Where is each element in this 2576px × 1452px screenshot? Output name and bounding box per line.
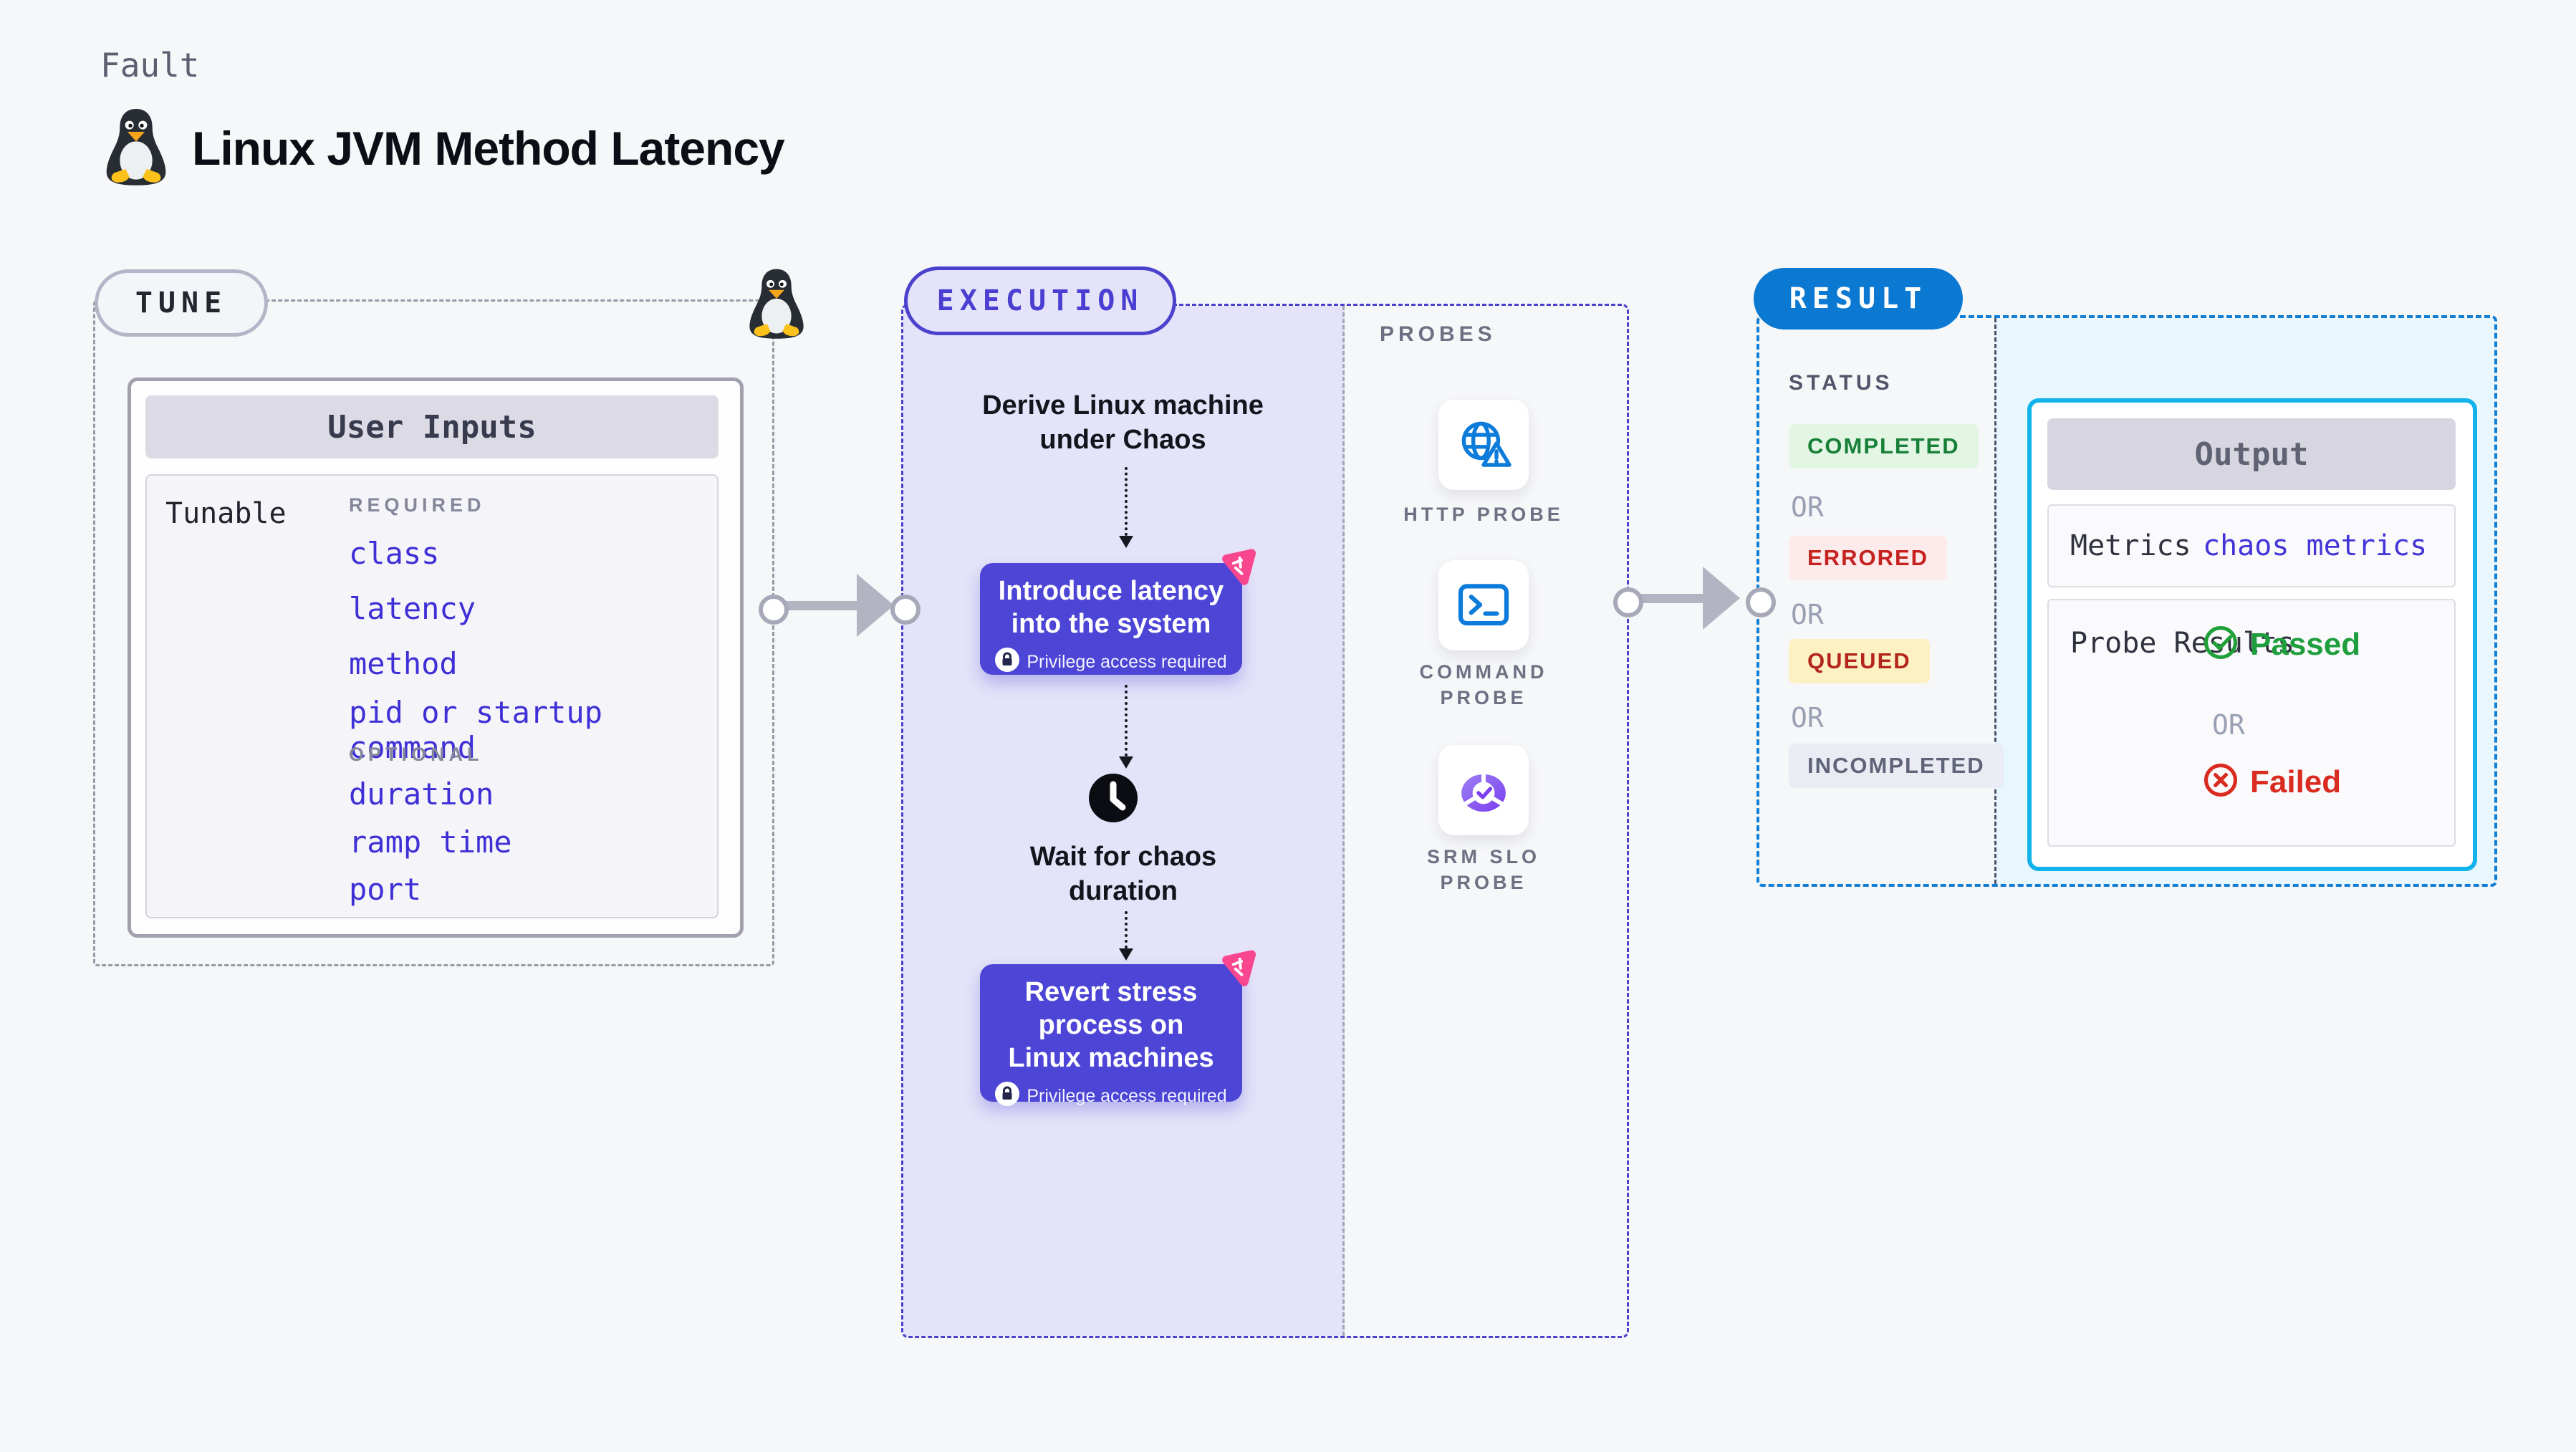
step-wait-duration: Wait for chaos duration [1029, 842, 1217, 906]
tune-section [93, 299, 774, 966]
metrics-value-link: chaos metrics [2203, 529, 2428, 562]
output-card: Output Metrics chaos metrics Probe Resul… [2027, 398, 2477, 871]
privilege-note: Privilege access required [1027, 1086, 1227, 1106]
or-separator: OR [1791, 491, 1824, 523]
connector-dot [1613, 587, 1643, 617]
status-badge: ERRORED [1789, 536, 1948, 580]
execution-flow-area [903, 306, 1345, 1336]
arrow-down-icon [1119, 756, 1133, 769]
x-circle-icon [2203, 762, 2239, 802]
or-separator: OR [1791, 702, 1824, 734]
user-inputs-card: User Inputs Tunable REQUIRED class laten… [128, 378, 744, 938]
command-probe-card [1438, 560, 1529, 650]
optional-group-label: OPTIONAL [349, 744, 484, 765]
tunable-param: port [349, 872, 422, 907]
failed-result: Failed [2203, 762, 2341, 802]
required-group-label: REQUIRED [349, 494, 486, 516]
metrics-label: Metrics [2070, 529, 2191, 562]
tunable-param: class [349, 536, 440, 571]
step-revert-stress: Revert stress process on Linux machines … [980, 964, 1242, 1107]
globe-alert-icon [1456, 418, 1512, 473]
arrow-right-icon [1635, 594, 1706, 603]
arrow-down-icon [1119, 536, 1133, 548]
tux-icon [745, 266, 808, 343]
tune-pill: TUNE [95, 269, 268, 337]
http-probe-card [1438, 400, 1529, 490]
arrow-right-icon [1703, 567, 1740, 630]
or-separator: OR [1791, 599, 1824, 630]
srm-slo-probe-card [1438, 745, 1529, 835]
arrow-right-icon [780, 601, 860, 610]
action-title: Revert stress process on Linux machines [1008, 977, 1214, 1073]
connector-dot [759, 595, 789, 625]
page-title: Linux JVM Method Latency [192, 121, 785, 175]
result-pill: RESULT [1754, 268, 1963, 330]
step-derive-machine: Derive Linux machine under Chaos [982, 390, 1264, 455]
terminal-icon [1457, 581, 1510, 630]
probe-label: HTTP PROBE [1403, 504, 1564, 525]
connector-dot [890, 595, 921, 625]
check-circle-icon [2203, 625, 2239, 664]
execution-section [901, 304, 1629, 1338]
status-badge: QUEUED [1789, 639, 1930, 683]
probe-label: COMMAND PROBE [1419, 661, 1548, 708]
tunables-table: Tunable REQUIRED class latency method pi… [145, 474, 719, 918]
arrow-right-icon [857, 574, 894, 637]
action-title: Introduce latency into the system [998, 576, 1224, 639]
execution-pill: EXECUTION [904, 266, 1176, 335]
flow-connector [1125, 685, 1128, 756]
chaos-icon [1215, 544, 1259, 592]
status-group-label: STATUS [1789, 371, 1893, 395]
tunable-param: pid or startup command [349, 695, 603, 765]
tunable-param: latency [349, 591, 476, 626]
step-introduce-latency: Introduce latency into the system Privil… [980, 563, 1242, 675]
passed-label: Passed [2250, 626, 2361, 662]
or-separator: OR [2212, 709, 2245, 741]
metrics-row: Metrics chaos metrics [2047, 504, 2456, 587]
probe-results-label: Probe Results [2070, 627, 2295, 660]
probe-label: SRM SLO PROBE [1426, 846, 1540, 893]
passed-result: Passed [2203, 625, 2360, 664]
output-title: Output [2047, 418, 2456, 490]
probe-results-row: Probe Results Passed OR Failed [2047, 599, 2456, 847]
failed-label: Failed [2250, 764, 2342, 799]
tunable-row-label: Tunable [165, 497, 287, 530]
tux-icon [102, 106, 170, 190]
status-badge: COMPLETED [1789, 424, 1979, 468]
fault-kind-label: Fault [100, 46, 200, 85]
privilege-note: Privilege access required [1027, 652, 1227, 672]
arrow-down-icon [1119, 948, 1133, 961]
tunable-param: method [349, 646, 458, 681]
user-inputs-title: User Inputs [145, 395, 719, 458]
lock-icon [994, 1080, 1021, 1111]
clock-icon [1087, 772, 1139, 827]
connector-dot [1746, 587, 1776, 617]
chaos-icon [1215, 946, 1259, 994]
flow-connector [1125, 467, 1128, 536]
tunable-param: duration [349, 777, 494, 812]
lock-icon [994, 646, 1021, 677]
page-header: Linux JVM Method Latency [102, 106, 785, 190]
slo-gauge-icon [1456, 761, 1511, 819]
tunable-param: ramp time [349, 824, 512, 860]
probes-group-label: PROBES [1380, 322, 1496, 346]
status-badge: INCOMPLETED [1789, 744, 2004, 788]
flow-connector [1125, 911, 1128, 948]
